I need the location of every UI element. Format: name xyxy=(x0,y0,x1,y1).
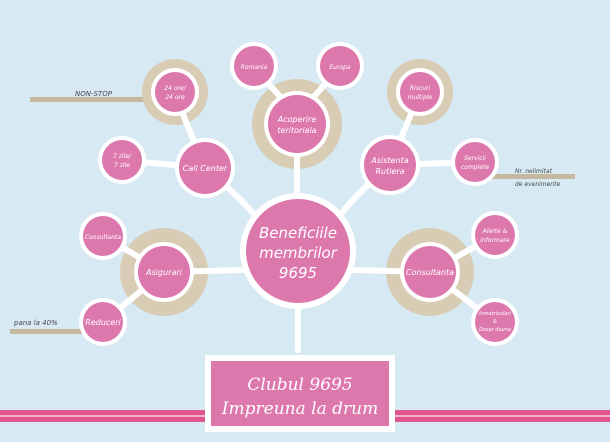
node-reduceri-fill xyxy=(83,302,123,342)
node-riscuri-line-2: multiple xyxy=(408,94,433,101)
node-inmatriculari-fill xyxy=(475,302,515,342)
node-romania-label: Romania xyxy=(241,64,268,71)
node-asistenta-fill xyxy=(364,139,416,191)
node-24-ore-line-1: 24 ore/ xyxy=(164,85,186,92)
node-inmatriculari: Inmatriculari & Dosar dauna xyxy=(471,298,519,346)
node-servicii: Servicii complete xyxy=(451,138,499,186)
node-alerte-fill xyxy=(475,215,515,255)
node-acoperire-fill xyxy=(268,95,326,153)
accent-line-nelimitat xyxy=(485,174,575,179)
footer-fill xyxy=(211,361,389,426)
accent-line-non-stop xyxy=(30,97,155,102)
node-asistenta-line-1: Asistenta xyxy=(370,156,408,165)
center-line-2: membrilor xyxy=(259,244,338,262)
node-acoperire: Acoperire teritoriala xyxy=(264,91,330,157)
label-non-stop: NON-STOP xyxy=(75,90,113,98)
node-7-zile-line-2: 7 zile xyxy=(114,162,130,169)
footer-box: Clubul 9695 Impreuna la drum xyxy=(205,355,395,432)
node-call-center: Call Center xyxy=(175,138,235,198)
node-7-zile: 7 zile/ 7 zile xyxy=(98,136,146,184)
node-europa-label: Europa xyxy=(329,64,351,71)
center-node: Beneficiile membrilor 9695 xyxy=(240,193,356,309)
label-nelimitat-line-1: Nr. nelimitat xyxy=(515,168,553,175)
node-asigurari-label: Asigurari xyxy=(145,268,182,277)
center-node-fill xyxy=(246,199,350,303)
node-romania: Romania xyxy=(230,42,278,90)
node-europa-fill xyxy=(320,46,360,86)
footer-line-2: Impreuna la drum xyxy=(221,399,378,419)
node-alerte: Alerte & Informare xyxy=(471,211,519,259)
node-reduceri: Reduceri xyxy=(79,298,127,346)
node-inmatriculari-line-1: Inmatriculari xyxy=(479,311,511,317)
node-alerte-line-1: Alerte & xyxy=(482,228,508,235)
node-servicii-fill xyxy=(455,142,495,182)
node-7-zile-line-1: 7 zile/ xyxy=(113,153,132,160)
node-consultanta-small-fill xyxy=(83,216,123,256)
node-call-center-fill xyxy=(179,142,231,194)
node-acoperire-line-1: Acoperire xyxy=(277,115,317,124)
node-consultanta-small: Consultanta xyxy=(79,212,127,260)
node-call-center-label: Call Center xyxy=(183,164,228,173)
center-line-3: 9695 xyxy=(279,264,317,282)
node-consultanta: Consultanta xyxy=(400,242,460,302)
node-24-ore-fill xyxy=(155,72,195,112)
center-line-1: Beneficiile xyxy=(259,224,337,242)
node-consultanta-fill xyxy=(404,246,456,298)
node-consultanta-small-label: Consultanta xyxy=(85,234,121,241)
node-riscuri-line-1: Riscuri xyxy=(410,85,431,92)
node-riscuri: Riscuri multiple xyxy=(396,68,444,116)
node-24-ore: 24 ore/ 24 ore xyxy=(151,68,199,116)
node-acoperire-line-2: teritoriala xyxy=(277,126,316,135)
node-romania-fill xyxy=(234,46,274,86)
node-7-zile-fill xyxy=(102,140,142,180)
node-alerte-line-2: Informare xyxy=(480,237,510,244)
node-24-ore-line-2: 24 ore xyxy=(165,94,185,101)
node-inmatriculari-line-3: Dosar dauna xyxy=(479,327,511,333)
node-asigurari: Asigurari xyxy=(134,242,194,302)
node-asistenta-line-2: Rutiera xyxy=(375,167,404,176)
label-nelimitat-line-2: de evenimente xyxy=(515,181,561,188)
node-europa: Europa xyxy=(316,42,364,90)
label-pana-la: pana la 40% xyxy=(13,319,58,327)
accent-line-pana-la xyxy=(10,329,90,334)
node-riscuri-fill xyxy=(400,72,440,112)
node-reduceri-label: Reduceri xyxy=(85,318,121,327)
node-consultanta-label: Consultanta xyxy=(406,268,454,277)
node-servicii-line-2: complete xyxy=(461,164,489,171)
node-asistenta: Asistenta Rutiera xyxy=(360,135,420,195)
node-inmatriculari-line-2: & xyxy=(493,319,497,325)
node-asigurari-fill xyxy=(138,246,190,298)
node-servicii-line-1: Servicii xyxy=(464,155,486,162)
footer-line-1: Clubul 9695 xyxy=(247,375,352,395)
